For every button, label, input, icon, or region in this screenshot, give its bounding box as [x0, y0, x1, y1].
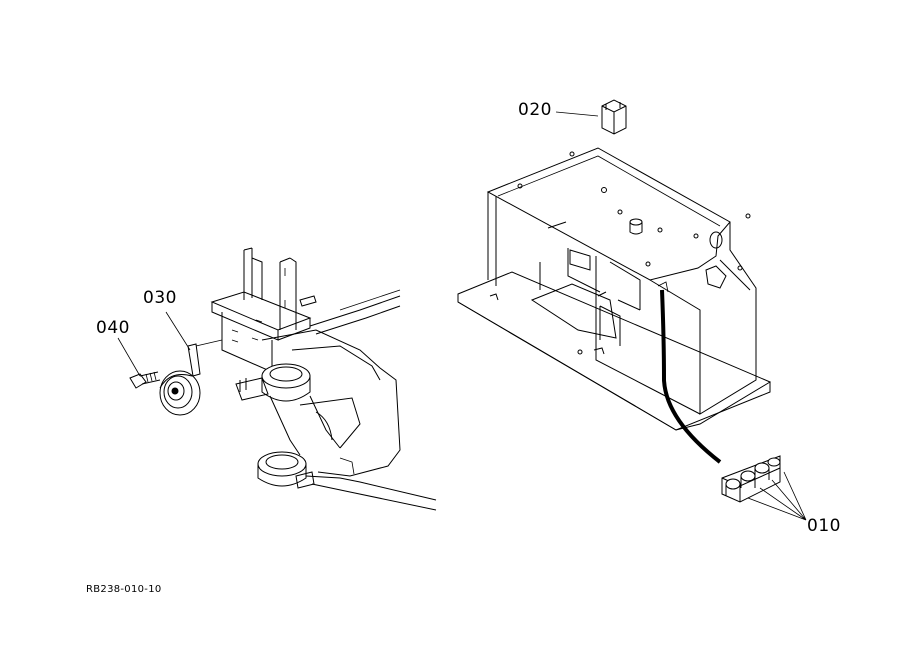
- label-020: 020: [518, 100, 552, 120]
- leader-030: [165, 311, 191, 351]
- front-axle-assembly: [210, 247, 437, 511]
- fuse-block-part-010: [721, 455, 781, 503]
- drawing-code: RB238-010-10: [86, 584, 162, 595]
- label-010: 010: [807, 516, 841, 536]
- leader-040: [117, 337, 141, 377]
- label-040: 040: [96, 318, 130, 338]
- instrument-panel-frame: [457, 147, 772, 431]
- leader-020: [555, 111, 599, 117]
- bolt-part-040: [129, 371, 161, 389]
- fuse-part-020: [601, 99, 627, 135]
- horn-part-030: [159, 339, 223, 416]
- leader-010: [747, 471, 807, 521]
- wire-harness: [657, 281, 722, 464]
- label-030: 030: [143, 288, 177, 308]
